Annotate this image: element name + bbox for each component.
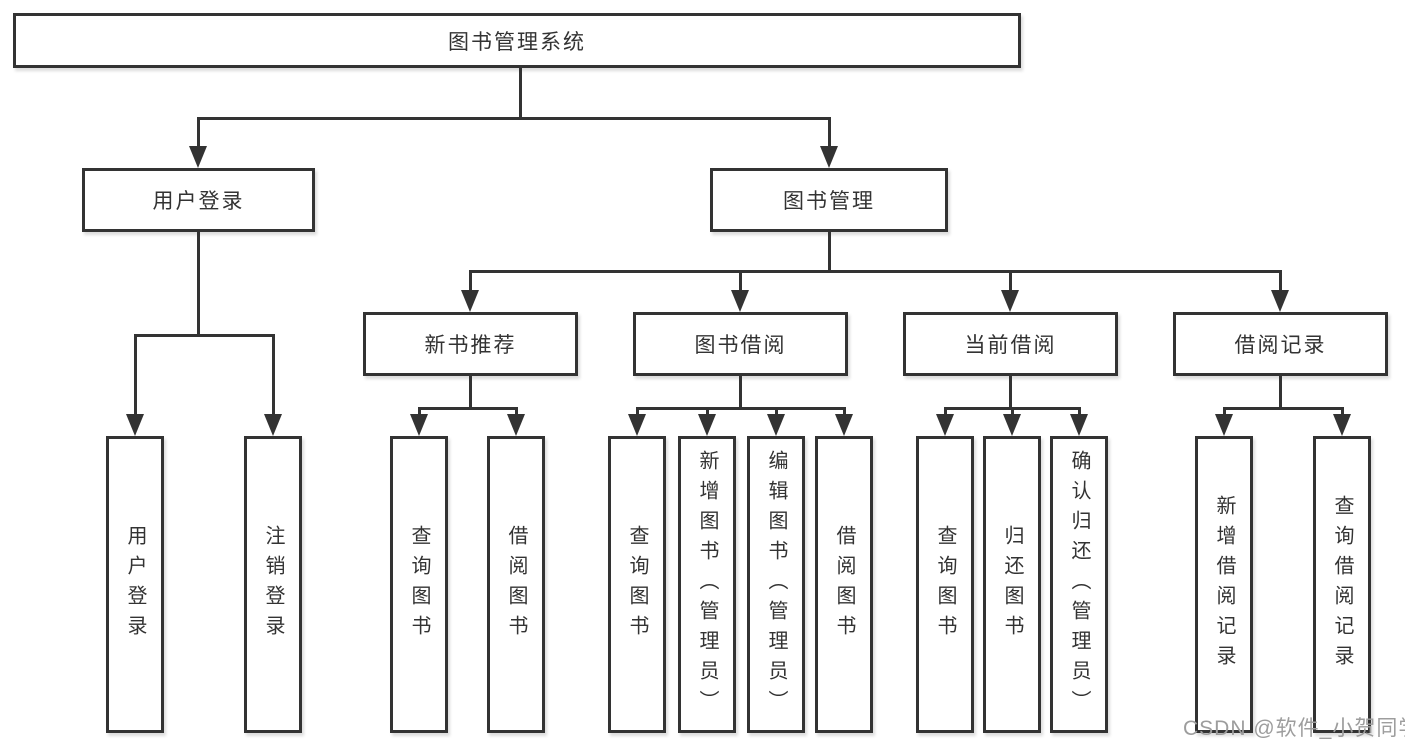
leaf-user-login-label: 用户登录 (124, 524, 146, 645)
leaf-query-books-2-label: 查询图书 (626, 524, 648, 645)
leaf-edit-books-admin-label: 编辑图书（管理员） (765, 449, 787, 720)
arrow-to-new-book-recommend-icon (461, 271, 479, 312)
node-new-book-recommend-label: 新书推荐 (424, 334, 517, 357)
connector-level2-split (468, 269, 1282, 273)
arrow-to-add-books-icon (698, 408, 716, 436)
leaf-query-books-3-label: 查询图书 (934, 524, 956, 645)
arrow-to-leaf-logout-icon (264, 335, 282, 436)
connector-book-borrow-stub (738, 376, 742, 408)
leaf-borrow-books-1-label: 借阅图书 (505, 524, 527, 645)
leaf-confirm-return-admin-label: 确认归还（管理员） (1068, 449, 1090, 720)
node-borrow-records: 借阅记录 (1173, 312, 1388, 376)
csdn-watermark: CSDN @软件_小贺同学 (1183, 717, 1405, 740)
connector-new-book-split (417, 406, 518, 410)
leaf-query-books-1: 查询图书 (390, 436, 448, 733)
connector-user-login-split (133, 333, 275, 337)
node-book-management-label: 图书管理 (783, 190, 875, 213)
connector-borrow-records-stub (1278, 376, 1282, 408)
connector-user-login-stub (196, 232, 200, 335)
leaf-user-login: 用户登录 (106, 436, 164, 733)
leaf-add-books-admin-label: 新增图书（管理员） (696, 449, 718, 720)
leaf-add-books-admin: 新增图书（管理员） (678, 436, 736, 733)
connector-new-book-stub (468, 376, 472, 408)
leaf-return-books-label: 归还图书 (1001, 524, 1023, 645)
arrow-to-borrow-books-1-icon (507, 408, 525, 436)
connector-current-borrow-stub (1008, 376, 1012, 408)
leaf-confirm-return-admin: 确认归还（管理员） (1050, 436, 1108, 733)
leaf-add-borrow-record: 新增借阅记录 (1195, 436, 1253, 733)
connector-book-management-stub (827, 232, 831, 271)
arrow-to-query-borrow-record-icon (1333, 408, 1351, 436)
node-current-borrow-label: 当前借阅 (964, 334, 1057, 357)
arrow-to-return-books-icon (1003, 408, 1021, 436)
arrow-to-query-books-2-icon (628, 408, 646, 436)
leaf-query-books-3: 查询图书 (916, 436, 974, 733)
node-user-login: 用户登录 (82, 168, 315, 232)
arrow-to-query-books-3-icon (936, 408, 954, 436)
leaf-borrow-books-2: 借阅图书 (815, 436, 873, 733)
leaf-logout-label: 注销登录 (262, 524, 284, 645)
leaf-query-books-1-label: 查询图书 (408, 524, 430, 645)
node-book-borrow-label: 图书借阅 (694, 334, 787, 357)
leaf-logout: 注销登录 (244, 436, 302, 733)
leaf-borrow-books-2-label: 借阅图书 (833, 524, 855, 645)
node-root: 图书管理系统 (13, 13, 1021, 68)
arrow-to-book-borrow-icon (731, 271, 749, 312)
arrow-to-borrow-books-2-icon (835, 408, 853, 436)
arrow-to-query-books-1-icon (410, 408, 428, 436)
connector-root-stub (518, 67, 522, 118)
node-borrow-records-label: 借阅记录 (1234, 334, 1327, 357)
leaf-edit-books-admin: 编辑图书（管理员） (747, 436, 805, 733)
node-book-borrow: 图书借阅 (633, 312, 848, 376)
node-book-management: 图书管理 (710, 168, 948, 232)
leaf-query-borrow-record-label: 查询借阅记录 (1331, 494, 1353, 675)
node-root-label: 图书管理系统 (448, 30, 586, 54)
arrow-to-edit-books-icon (767, 408, 785, 436)
leaf-add-borrow-record-label: 新增借阅记录 (1213, 494, 1235, 675)
arrow-to-user-login-icon (189, 118, 207, 168)
leaf-query-books-2: 查询图书 (608, 436, 666, 733)
node-user-login-label: 用户登录 (152, 190, 245, 213)
connector-borrow-records-split (1222, 406, 1344, 410)
node-new-book-recommend: 新书推荐 (363, 312, 578, 376)
arrow-to-leaf-user-login-icon (126, 335, 144, 436)
connector-level1-split (196, 116, 831, 120)
leaf-query-borrow-record: 查询借阅记录 (1313, 436, 1371, 733)
arrow-to-confirm-return-icon (1070, 408, 1088, 436)
leaf-return-books: 归还图书 (983, 436, 1041, 733)
arrow-to-add-borrow-record-icon (1215, 408, 1233, 436)
arrow-to-book-management-icon (820, 118, 838, 168)
node-current-borrow: 当前借阅 (903, 312, 1118, 376)
connector-book-borrow-split (635, 406, 846, 410)
arrow-to-borrow-records-icon (1271, 271, 1289, 312)
leaf-borrow-books-1: 借阅图书 (487, 436, 545, 733)
arrow-to-current-borrow-icon (1001, 271, 1019, 312)
